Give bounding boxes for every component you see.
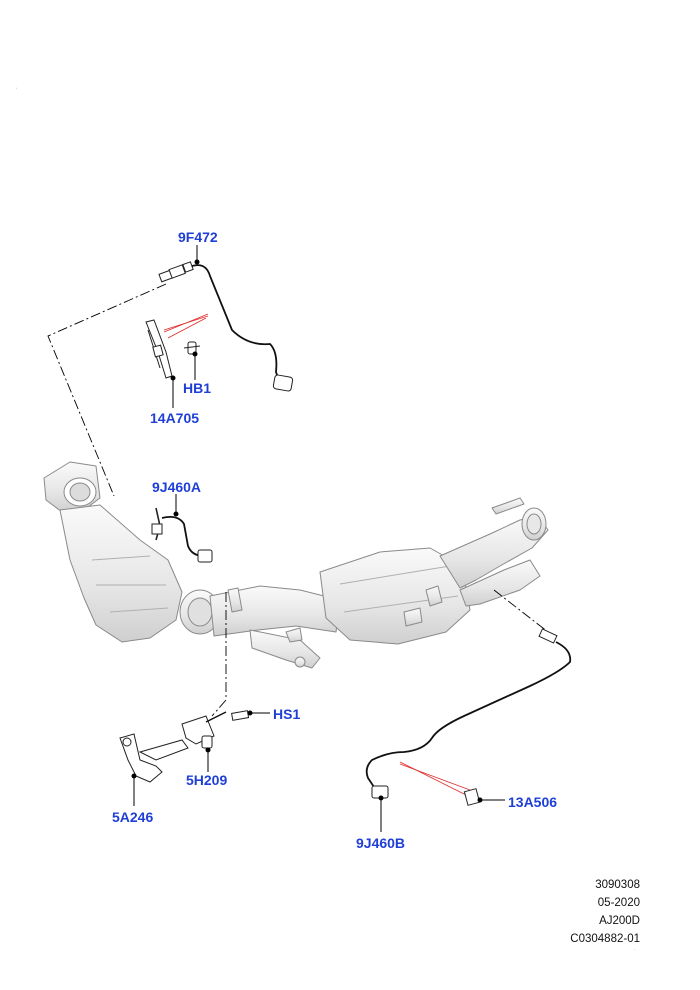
- sensor-bracket-assembly: [119, 710, 250, 783]
- rear-catalyst: [319, 547, 471, 645]
- bracket-icon: [145, 319, 173, 379]
- callout-9F472[interactable]: 9F472: [178, 229, 218, 245]
- exhaust-assembly: [43, 461, 549, 669]
- hanger-rod: [491, 497, 525, 515]
- reference-block: 3090308 05-2020 AJ200D C0304882-01: [520, 876, 640, 948]
- callout-5A246[interactable]: 5A246: [112, 809, 154, 825]
- assembly-line-5H209: [211, 592, 227, 717]
- callout-HS1[interactable]: HS1: [273, 706, 301, 722]
- callout-9J460A[interactable]: 9J460A: [152, 479, 202, 495]
- egt-sensor-rear-icon: [365, 628, 572, 806]
- assembly-line-9J460B: [493, 589, 549, 633]
- leader-lines: [131, 245, 505, 832]
- tail-pipe: [439, 515, 549, 589]
- callout-5H209[interactable]: 5H209: [186, 772, 228, 788]
- egt-sensor-icon: [151, 507, 213, 563]
- mid-pipe: [209, 585, 341, 637]
- oxygen-sensor-icon: [158, 261, 294, 392]
- reference-engine: AJ200D: [599, 915, 640, 927]
- reference-date: 05-2020: [597, 897, 640, 909]
- highlight-lines: [163, 313, 471, 797]
- clip-icon: [183, 341, 201, 355]
- svg-text:.: .: [634, 946, 636, 952]
- assembly-line-9F472: [47, 283, 167, 497]
- callout-14A705[interactable]: 14A705: [150, 410, 200, 426]
- callout-13A506[interactable]: 13A506: [508, 794, 558, 810]
- reference-illustration-id: C0304882-01: [570, 933, 640, 945]
- svg-text:‘: ‘: [16, 88, 17, 94]
- tail-pipe-lower: [459, 559, 541, 607]
- callout-HB1[interactable]: HB1: [183, 380, 212, 396]
- front-catalyst: [59, 504, 183, 643]
- callout-9J460B[interactable]: 9J460B: [356, 835, 406, 851]
- down-pipe: [249, 629, 321, 669]
- mid-bracket: [227, 587, 243, 613]
- assembly-lines: [47, 283, 549, 717]
- reference-number: 3090308: [595, 879, 640, 891]
